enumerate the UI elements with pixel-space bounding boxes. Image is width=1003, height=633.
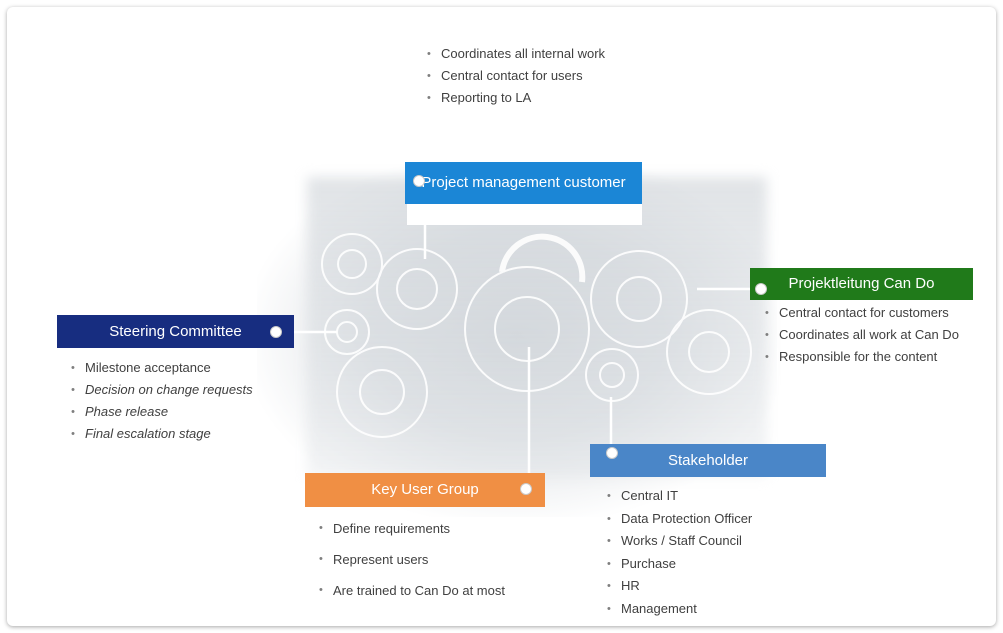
key-user-group-list: Define requirements Represent users Are …	[319, 513, 505, 606]
list-item: Central IT	[607, 485, 752, 508]
list-item: Central contact for users	[427, 65, 605, 87]
list-item: Define requirements	[319, 513, 505, 544]
stakeholder-dot	[606, 447, 618, 459]
gear-center	[464, 266, 590, 392]
list-item: Works / Staff Council	[607, 530, 752, 553]
project-management-dot	[413, 175, 425, 187]
steering-committee-list: Milestone acceptance Decision on change …	[71, 357, 253, 445]
list-item: Responsible for the content	[765, 346, 959, 368]
steering-committee-box: Steering Committee	[57, 315, 294, 348]
gear-bottom-left	[336, 346, 428, 438]
projektleitung-dot	[755, 283, 767, 295]
stakeholder-box: Stakeholder	[590, 444, 826, 477]
list-item: Final escalation stage	[71, 423, 253, 445]
list-item: Phase release	[71, 401, 253, 423]
gear-left	[376, 248, 458, 330]
gear-right	[590, 250, 688, 348]
key-user-group-box: Key User Group	[305, 473, 545, 507]
projektleitung-title: Projektleitung Can Do	[788, 275, 935, 292]
list-item: Reporting to LA	[427, 87, 605, 109]
gears-illustration	[289, 204, 759, 490]
key-user-group-dot	[520, 483, 532, 495]
steering-committee-dot	[270, 326, 282, 338]
list-item: Milestone acceptance	[71, 357, 253, 379]
background-server-room	[307, 177, 767, 477]
gear-small-right	[585, 348, 639, 402]
project-management-title: Project management customer	[421, 174, 626, 191]
list-item: Are trained to Can Do at most	[319, 575, 505, 606]
list-item: Purchase	[607, 553, 752, 576]
gear-far-right	[666, 309, 752, 395]
project-management-list: Coordinates all internal work Central co…	[427, 43, 605, 109]
stakeholder-title: Stakeholder	[667, 451, 749, 469]
project-management-box: Project management customer	[405, 162, 642, 204]
stakeholder-list: Central IT Data Protection Officer Works…	[607, 485, 752, 620]
list-item: HR	[607, 575, 752, 598]
projektleitung-box: Projektleitung Can Do	[750, 268, 973, 300]
steering-committee-title: Steering Committee	[109, 322, 242, 340]
list-item: Coordinates all internal work	[427, 43, 605, 65]
list-item: Management	[607, 598, 752, 621]
list-item: Coordinates all work at Can Do	[765, 324, 959, 346]
list-item: Data Protection Officer	[607, 508, 752, 531]
gear-small-top-left	[321, 233, 383, 295]
key-user-group-title: Key User Group	[371, 481, 479, 498]
projektleitung-list: Central contact for customers Coordinate…	[765, 302, 959, 368]
list-item: Central contact for customers	[765, 302, 959, 324]
slide-frame: Project management customer Coordinates …	[7, 7, 996, 626]
list-item: Represent users	[319, 544, 505, 575]
list-item: Decision on change requests	[71, 379, 253, 401]
